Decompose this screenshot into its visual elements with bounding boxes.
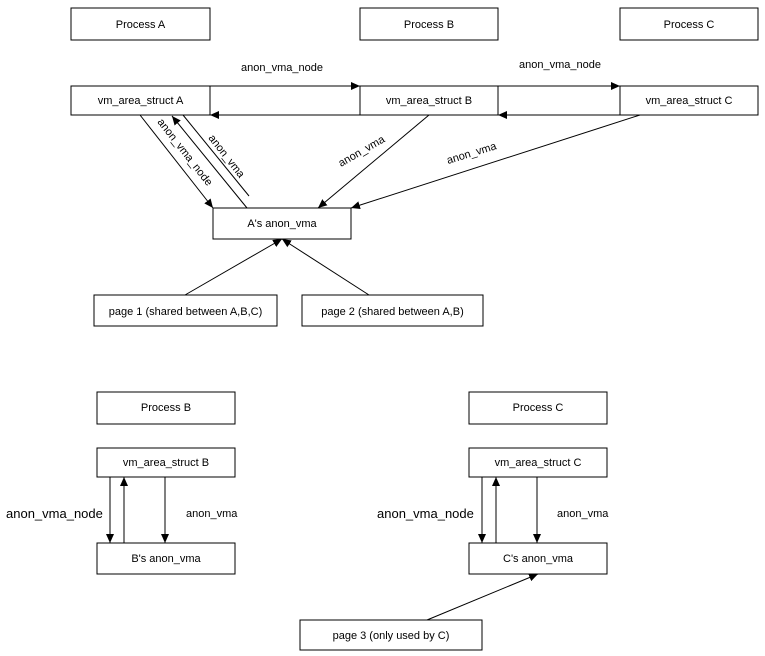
node-process-b-2: Process B [96, 391, 236, 425]
node-page-1: page 1 (shared between A,B,C) [93, 294, 278, 327]
edge-page-3-to-anon-c [426, 573, 539, 621]
edge-label-anon-vma-node-c: anon_vma_node [377, 506, 474, 521]
node-anon-vma-a: A's anon_vma [212, 207, 352, 240]
edge-vma-c-to-anon-a [350, 114, 641, 210]
node-process-c-label: Process C [664, 19, 715, 31]
node-page-2: page 2 (shared between A,B) [301, 294, 484, 327]
node-vma-b-2: vm_area_struct B [96, 447, 236, 478]
node-anon-vma-b: B's anon_vma [96, 542, 236, 575]
node-process-b-2-label: Process B [141, 402, 191, 414]
node-vma-c-2: vm_area_struct C [468, 447, 608, 478]
node-anon-vma-c-label: C's anon_vma [503, 553, 574, 565]
node-page-1-label: page 1 (shared between A,B,C) [109, 306, 262, 318]
node-vma-a-label: vm_area_struct A [98, 95, 184, 107]
node-vma-b: vm_area_struct B [359, 85, 499, 116]
node-page-3: page 3 (only used by C) [299, 619, 483, 651]
node-process-b-label: Process B [404, 19, 454, 31]
node-process-b: Process B [359, 7, 499, 41]
edge-vma-b-to-anon-a [317, 114, 430, 209]
edge-label-anon-vma-c: anon_vma [557, 508, 609, 520]
node-vma-c-2-label: vm_area_struct C [495, 457, 582, 469]
edge-anon-a-to-vma-a [171, 115, 248, 209]
edge-page-1-to-anon-a [184, 238, 283, 296]
node-process-a-label: Process A [116, 19, 166, 31]
edge-label-anon-vma-a-diag: anon_vma [206, 132, 248, 181]
edge-label-anon-vma-node-ab: anon_vma_node [241, 62, 323, 74]
node-process-c-2-label: Process C [513, 402, 564, 414]
node-vma-c: vm_area_struct C [619, 85, 759, 116]
node-process-c-2: Process C [468, 391, 608, 425]
node-anon-vma-a-label: A's anon_vma [247, 218, 317, 230]
node-page-3-label: page 3 (only used by C) [333, 630, 450, 642]
node-page-2-label: page 2 (shared between A,B) [321, 306, 463, 318]
node-process-a: Process A [70, 7, 211, 41]
edge-label-anon-vma-node-b: anon_vma_node [6, 506, 103, 521]
edge-label-anon-vma-node-bc: anon_vma_node [519, 59, 601, 71]
edge-label-anon-vma-node-a-diag: anon_vma_node [155, 116, 215, 188]
edge-label-anon-vma-b: anon_vma [186, 508, 238, 520]
node-anon-vma-c: C's anon_vma [468, 542, 608, 575]
node-vma-a: vm_area_struct A [70, 85, 211, 116]
node-vma-b-label: vm_area_struct B [386, 95, 472, 107]
node-process-c: Process C [619, 7, 759, 41]
node-vma-c-label: vm_area_struct C [646, 95, 733, 107]
edge-page-2-to-anon-a [281, 238, 370, 296]
node-anon-vma-b-label: B's anon_vma [131, 553, 201, 565]
edge-label-anon-vma-b-diag: anon_vma [337, 133, 388, 170]
node-vma-b-2-label: vm_area_struct B [123, 457, 209, 469]
edge-vma-a-to-anon-a [182, 114, 250, 197]
edge-vma-a-to-anon-a-node [139, 114, 214, 209]
